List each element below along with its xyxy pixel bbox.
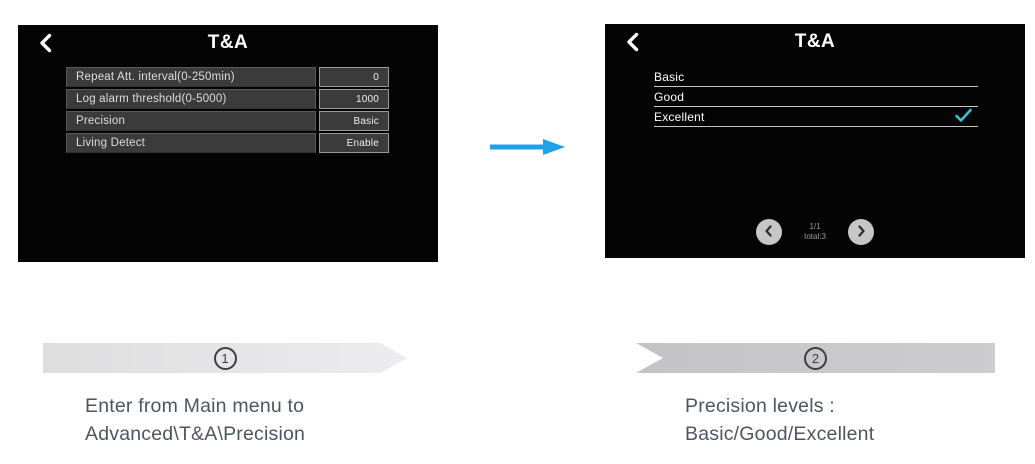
step2-number-badge: 2	[804, 346, 827, 370]
step1-ribbon: 1	[43, 343, 407, 373]
settings-row-living-detect[interactable]: Living Detect Enable	[66, 133, 389, 153]
checkmark-icon	[955, 108, 972, 126]
next-page-button[interactable]	[848, 219, 874, 245]
option-label: Basic	[654, 69, 685, 84]
settings-table: Repeat Att. interval(0-250min) 0 Log ala…	[66, 67, 389, 155]
step2-ribbon: 2	[636, 343, 995, 373]
option-good[interactable]: Good	[654, 87, 978, 107]
setting-value: 0	[319, 67, 389, 87]
ta-settings-screen: T&A Repeat Att. interval(0-250min) 0 Log…	[18, 25, 438, 262]
screen2-title: T&A	[794, 31, 836, 52]
pagination: 1/1 total:3	[605, 219, 1025, 245]
step1-number-badge: 1	[214, 347, 237, 370]
option-label: Good	[654, 89, 685, 104]
setting-label: Log alarm threshold(0-5000)	[66, 89, 316, 109]
total-count: total:3	[804, 232, 826, 241]
settings-row-log-alarm-threshold[interactable]: Log alarm threshold(0-5000) 1000	[66, 89, 389, 109]
step1-caption-line1: Enter from Main menu to	[85, 395, 305, 417]
option-basic[interactable]: Basic	[654, 67, 978, 87]
setting-value: Basic	[319, 111, 389, 131]
setting-value: 1000	[319, 89, 389, 109]
flow-arrow-icon	[489, 137, 567, 162]
back-button[interactable]	[623, 31, 645, 53]
precision-options-list: Basic Good Excellent	[654, 67, 978, 127]
step2-caption-line2: Basic/Good/Excellent	[685, 422, 875, 445]
screen1-title: T&A	[207, 32, 249, 53]
screen2-header: T&A	[605, 24, 1025, 58]
step1-caption-line2: Advanced\T&A\Precision	[85, 422, 306, 445]
back-chevron-icon	[623, 32, 645, 57]
step2-caption: Precision levels : Basic/Good/Excellent	[685, 393, 874, 448]
precision-options-screen: T&A Basic Good Excellent	[605, 24, 1025, 258]
settings-row-precision[interactable]: Precision Basic	[66, 111, 389, 131]
screen1-header: T&A	[18, 25, 438, 59]
option-excellent-selected[interactable]: Excellent	[654, 107, 978, 127]
option-label: Excellent	[654, 109, 705, 124]
setting-label: Living Detect	[66, 133, 316, 153]
setting-label: Repeat Att. interval(0-250min)	[66, 67, 316, 87]
page-indicator: 1/1	[809, 222, 821, 231]
settings-row-repeat-att-interval[interactable]: Repeat Att. interval(0-250min) 0	[66, 67, 389, 87]
setting-label: Precision	[66, 111, 316, 131]
back-button[interactable]	[36, 32, 58, 54]
step2-caption-line1: Precision levels :	[685, 395, 835, 417]
chevron-left-icon	[763, 224, 775, 240]
setting-value: Enable	[319, 133, 389, 153]
prev-page-button[interactable]	[756, 219, 782, 245]
back-chevron-icon	[36, 33, 58, 58]
chevron-right-icon	[855, 224, 867, 240]
step1-caption: Enter from Main menu to Advanced\T&A\Pre…	[85, 393, 305, 448]
page-info: 1/1 total:3	[795, 222, 835, 242]
